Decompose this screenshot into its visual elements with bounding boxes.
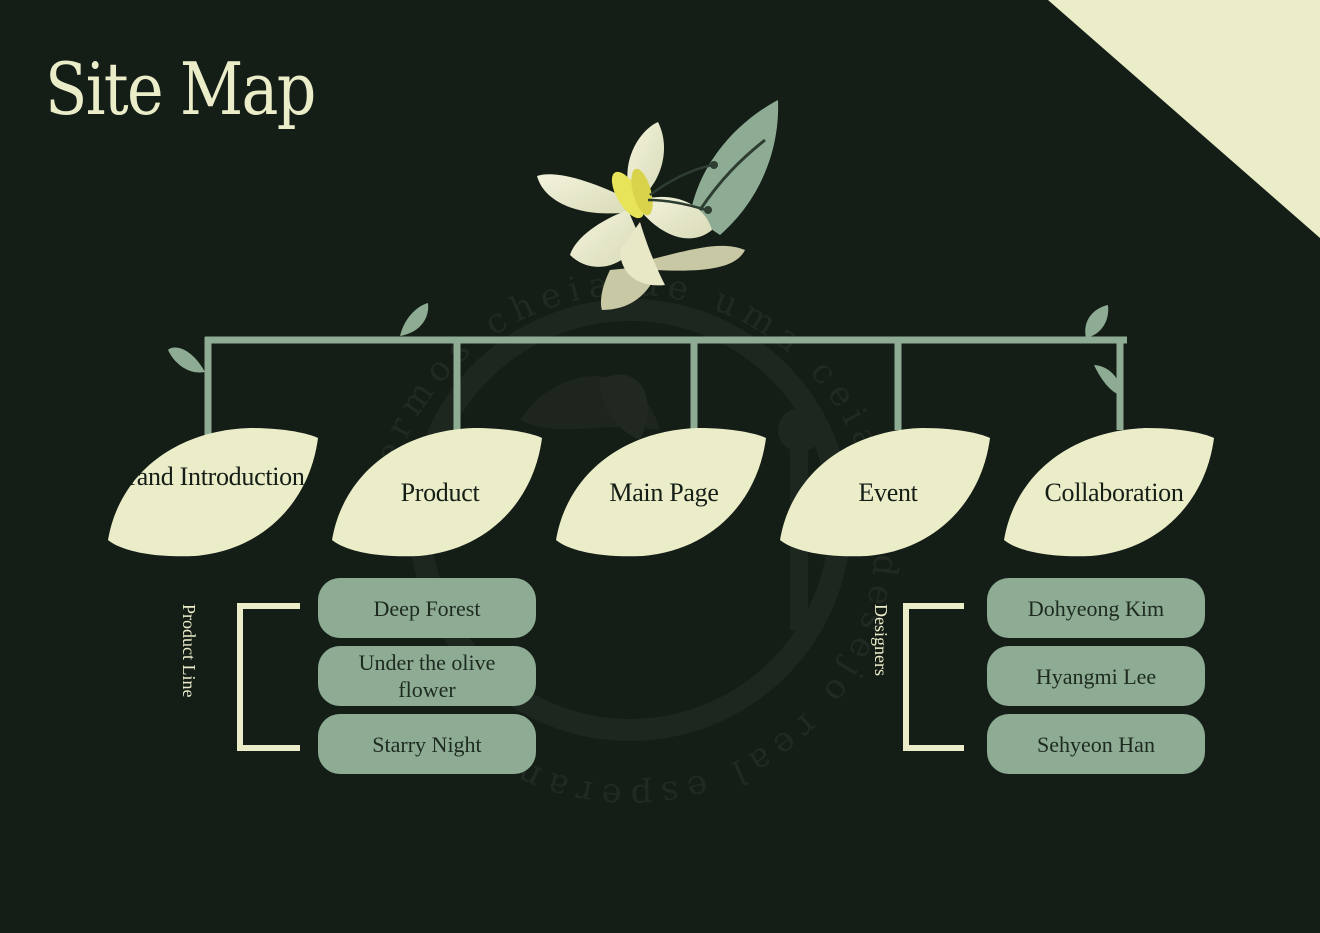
connector-tree bbox=[204, 336, 1127, 435]
product-item-under-the-olive-flower[interactable]: Under the olive flower bbox=[318, 646, 536, 706]
designer-item-sehyeon-han[interactable]: Sehyeon Han bbox=[987, 714, 1205, 774]
product-item-starry-night[interactable]: Starry Night bbox=[318, 714, 536, 774]
node-main-page[interactable]: Main Page bbox=[609, 478, 719, 507]
page-title: Site Map bbox=[45, 47, 316, 131]
node-event[interactable]: Event bbox=[858, 478, 918, 507]
bracket-product-line bbox=[237, 603, 300, 751]
sprig-center-icon bbox=[400, 303, 429, 336]
designer-item-hyangmi-lee[interactable]: Hyangmi Lee bbox=[987, 646, 1205, 706]
designers-label: Designers bbox=[871, 604, 891, 676]
node-leaf-shapes bbox=[108, 428, 1214, 557]
node-brand-introduction[interactable]: Brand Introduction bbox=[111, 462, 305, 491]
flower-icon bbox=[537, 100, 779, 310]
product-line-label: Product Line bbox=[179, 604, 199, 698]
product-item-deep-forest[interactable]: Deep Forest bbox=[318, 578, 536, 638]
node-product[interactable]: Product bbox=[400, 478, 480, 507]
sprig-left-icon bbox=[168, 347, 205, 373]
bracket-designers bbox=[903, 603, 964, 751]
sprig-right-icon bbox=[1085, 305, 1121, 395]
designer-item-dohyeong-kim[interactable]: Dohyeong Kim bbox=[987, 578, 1205, 638]
node-collaboration[interactable]: Collaboration bbox=[1044, 478, 1184, 507]
